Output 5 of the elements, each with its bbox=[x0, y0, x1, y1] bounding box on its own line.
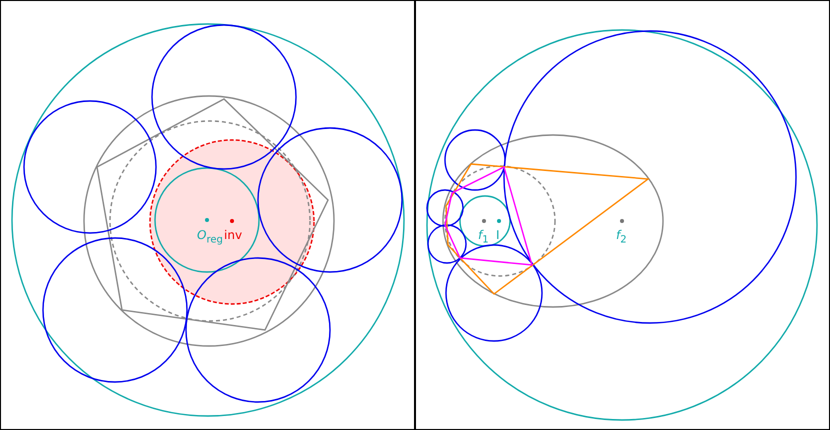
point-label: f$_{1}$ bbox=[478, 228, 489, 248]
point-label: inv bbox=[224, 228, 242, 242]
point-label: f$_{2}$ bbox=[616, 228, 627, 248]
point-label: I bbox=[496, 228, 500, 242]
point-label: O$_{reg}$ bbox=[197, 228, 223, 248]
